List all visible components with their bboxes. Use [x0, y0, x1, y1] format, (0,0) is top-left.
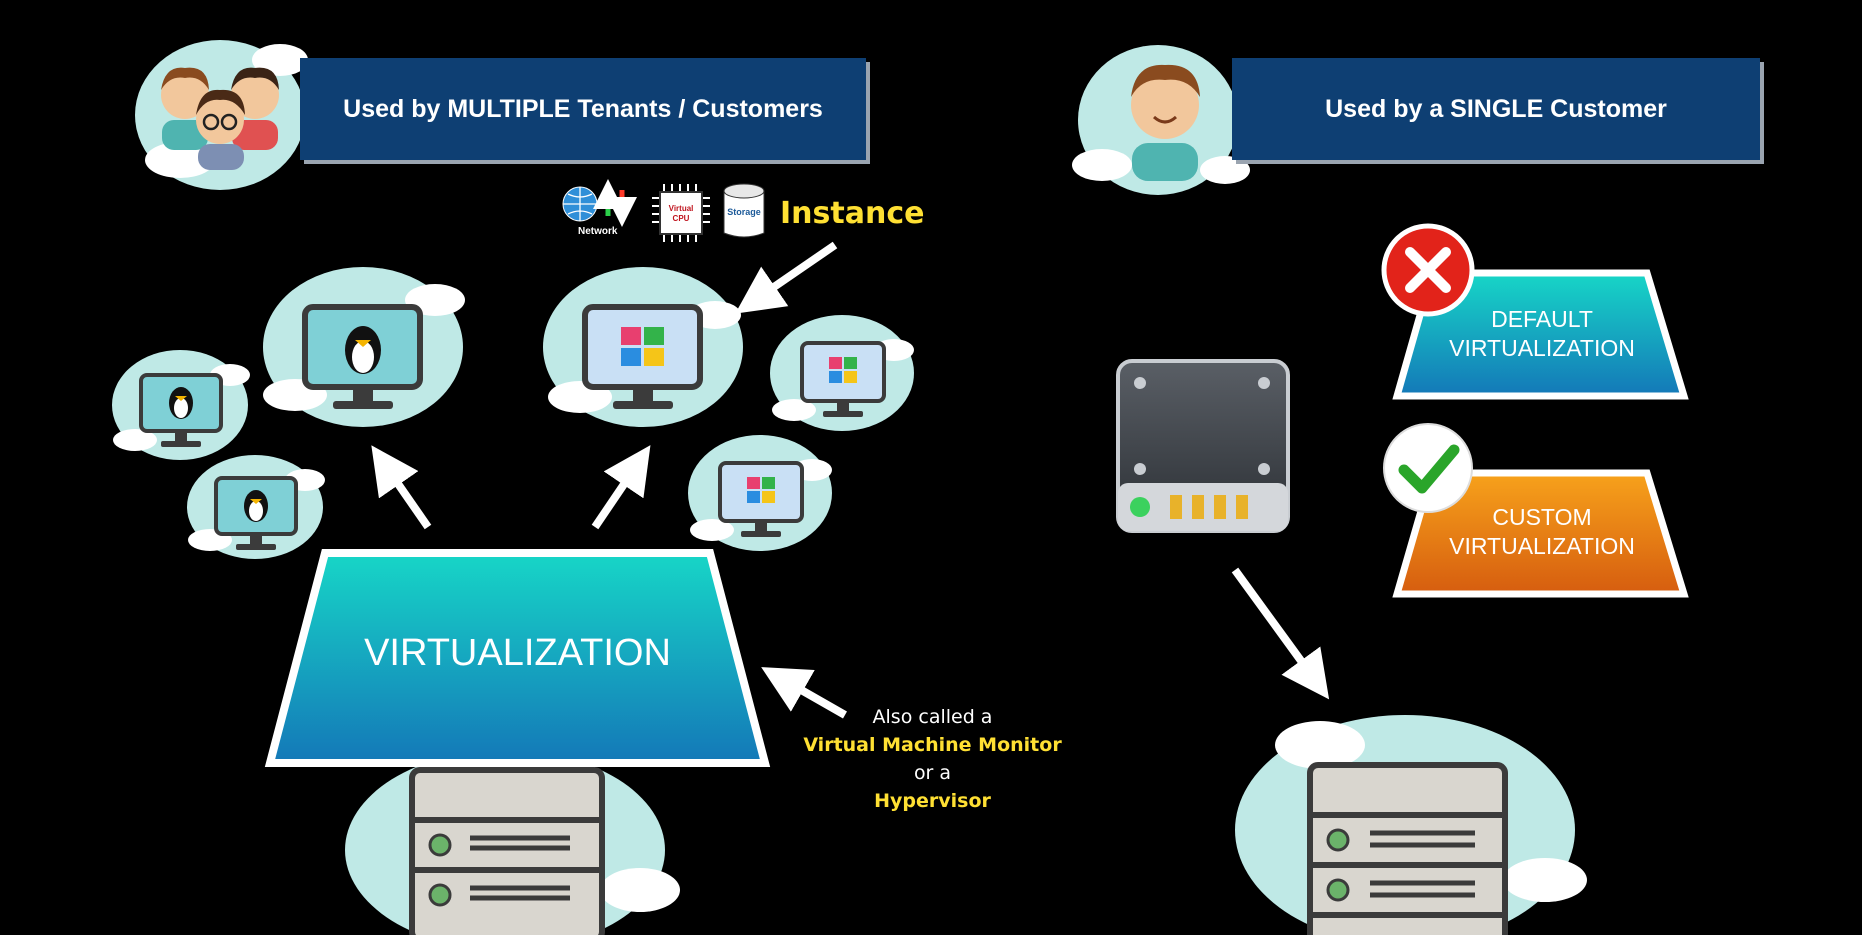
default-line-1: DEFAULT: [1491, 306, 1593, 332]
hypervisor-note: Also called a Virtual Machine Monitor or…: [800, 703, 1065, 815]
hypervisor-arrow: [761, 667, 847, 719]
left-server-cloud: [345, 750, 680, 935]
network-label: Network: [578, 226, 618, 237]
multiple-tenants-label: Used by MULTIPLE Tenants / Customers: [343, 94, 823, 123]
windows-logo-icon: [747, 477, 775, 503]
windows-vm-small-2: [688, 435, 832, 551]
default-virtualization-label: DEFAULT VIRTUALIZATION: [1392, 305, 1692, 363]
server-rack-icon: [409, 767, 605, 935]
storage-label: Storage: [727, 207, 761, 217]
single-customer-banner: Used by a SINGLE Customer: [1232, 58, 1760, 160]
linux-penguin-icon: [345, 326, 381, 374]
windows-logo-icon: [621, 327, 664, 366]
linux-penguin-icon: [169, 387, 193, 419]
arrow-up-right: [591, 445, 651, 530]
customer-avatar-1: [161, 67, 209, 150]
check-icon: [1383, 423, 1473, 513]
right-server-cloud: [1235, 715, 1587, 935]
windows-vm-small-1: [770, 315, 914, 431]
custom-line-1: CUSTOM: [1492, 504, 1592, 530]
note-line-2: Virtual Machine Monitor: [803, 734, 1062, 756]
cross-icon: [1381, 223, 1475, 317]
instance-arrow: [735, 241, 838, 314]
customer-avatar-3: [196, 89, 245, 170]
network-icon: Network: [560, 179, 640, 242]
linux-vm-large: [263, 267, 465, 427]
note-line-1: Also called a: [872, 706, 993, 728]
virtual-cpu-icon: Virtual CPU: [650, 182, 712, 244]
custom-virtualization-label: CUSTOM VIRTUALIZATION: [1392, 503, 1692, 561]
linux-vm-small-1: [112, 350, 250, 460]
note-line-3: or a: [913, 762, 952, 784]
windows-vm-large: [543, 267, 743, 427]
custom-virtualization-box: [1392, 469, 1689, 598]
multiple-tenants-banner: Used by MULTIPLE Tenants / Customers: [300, 58, 866, 160]
custom-line-2: VIRTUALIZATION: [1449, 533, 1635, 559]
arrow-up-left: [371, 445, 432, 530]
storage-icon: Storage: [722, 183, 766, 241]
drive-to-server-arrow: [1231, 567, 1330, 700]
linux-penguin-icon: [244, 490, 268, 522]
windows-logo-icon: [829, 357, 857, 383]
virtualization-label: VIRTUALIZATION: [364, 632, 671, 674]
virtual-cpu-label-1: Virtual: [668, 204, 694, 213]
virtualization-layer: [264, 549, 771, 767]
note-line-4: Hypervisor: [874, 790, 991, 812]
single-customer-label: Used by a SINGLE Customer: [1325, 94, 1667, 123]
customer-avatar: [1131, 64, 1200, 181]
server-rack-icon: [1307, 762, 1508, 935]
tenants-cloud-illustration: [135, 40, 308, 190]
single-customer-cloud-illustration: [1072, 45, 1250, 195]
virtual-cpu-label-2: CPU: [672, 214, 690, 223]
linux-vm-small-2: [187, 455, 325, 559]
default-line-2: VIRTUALIZATION: [1449, 335, 1635, 361]
hard-drive-icon: [1116, 359, 1290, 533]
default-virtualization-box: [1392, 269, 1689, 400]
instance-label: Instance: [780, 196, 925, 231]
